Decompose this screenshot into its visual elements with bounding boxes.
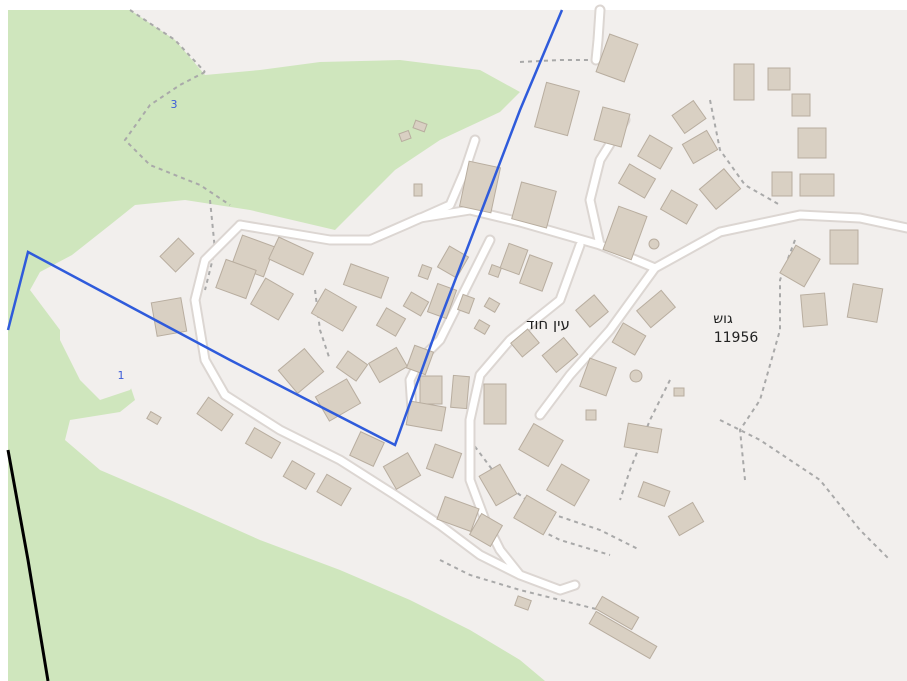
roads xyxy=(191,6,907,594)
building xyxy=(593,106,631,148)
building xyxy=(513,494,557,536)
building xyxy=(800,292,828,328)
building xyxy=(629,369,643,383)
building xyxy=(268,236,314,276)
main-road xyxy=(236,206,907,272)
building xyxy=(602,205,648,261)
building xyxy=(829,229,859,265)
building xyxy=(635,289,677,329)
building xyxy=(335,350,369,382)
building xyxy=(518,422,564,468)
building xyxy=(342,263,390,299)
building xyxy=(277,347,325,395)
building xyxy=(159,237,195,273)
building xyxy=(499,242,529,276)
building xyxy=(436,495,480,533)
building xyxy=(417,264,433,280)
building xyxy=(648,238,660,250)
building xyxy=(244,427,282,459)
building xyxy=(771,171,793,197)
building xyxy=(671,99,707,135)
building xyxy=(510,328,540,358)
place-name: עין חוד xyxy=(526,315,570,333)
building xyxy=(767,67,791,91)
building xyxy=(595,33,639,83)
building xyxy=(150,297,188,337)
building xyxy=(588,610,658,660)
building xyxy=(541,336,579,374)
building xyxy=(611,322,647,356)
building xyxy=(667,501,705,537)
building xyxy=(425,443,463,479)
top-spur xyxy=(592,6,604,64)
building xyxy=(196,396,234,432)
building xyxy=(623,422,663,454)
building xyxy=(419,375,443,405)
building xyxy=(375,307,407,337)
building xyxy=(579,357,617,397)
building xyxy=(594,595,640,631)
building xyxy=(483,383,507,425)
building xyxy=(637,134,673,170)
building xyxy=(402,291,430,317)
building xyxy=(585,409,597,421)
building xyxy=(468,512,504,548)
building xyxy=(673,387,685,397)
east-spur xyxy=(536,264,659,419)
building xyxy=(617,163,657,199)
building xyxy=(316,473,352,507)
building xyxy=(545,463,591,507)
building xyxy=(514,595,532,611)
building xyxy=(846,283,884,323)
building xyxy=(534,81,580,137)
building xyxy=(405,344,435,376)
north-west-spur xyxy=(366,136,479,244)
block-boundary-black[interactable] xyxy=(6,449,50,681)
building xyxy=(779,244,821,288)
block-number: 11956 xyxy=(714,330,759,346)
building xyxy=(282,460,316,490)
building xyxy=(146,410,162,426)
building xyxy=(412,119,428,133)
building xyxy=(511,181,557,229)
building xyxy=(367,346,409,384)
building xyxy=(349,431,385,467)
building xyxy=(797,127,827,159)
building xyxy=(215,258,257,300)
boundary-number-3: 3 xyxy=(171,98,178,111)
building xyxy=(456,293,476,315)
building xyxy=(487,263,503,279)
forest-area-west xyxy=(8,10,545,681)
building xyxy=(681,129,719,165)
building xyxy=(518,254,554,292)
building xyxy=(249,277,295,321)
building xyxy=(478,463,518,507)
building xyxy=(483,296,501,314)
building xyxy=(575,294,609,328)
block-boundary-blue[interactable] xyxy=(6,9,564,447)
boundary-number-1: 1 xyxy=(118,369,125,382)
building xyxy=(473,318,491,336)
building xyxy=(791,93,811,117)
south-road xyxy=(466,241,584,579)
building xyxy=(436,245,470,279)
building xyxy=(458,160,502,214)
building xyxy=(398,129,412,143)
building xyxy=(310,288,358,332)
building xyxy=(637,481,671,507)
building xyxy=(733,63,755,101)
building xyxy=(413,183,423,197)
block-label: גוש xyxy=(713,311,733,327)
forest-clearing xyxy=(60,300,150,400)
building xyxy=(698,168,742,210)
building xyxy=(405,400,447,432)
building xyxy=(799,173,835,197)
building xyxy=(450,374,470,410)
buildings xyxy=(146,33,884,660)
building xyxy=(382,452,422,490)
building xyxy=(659,189,699,225)
